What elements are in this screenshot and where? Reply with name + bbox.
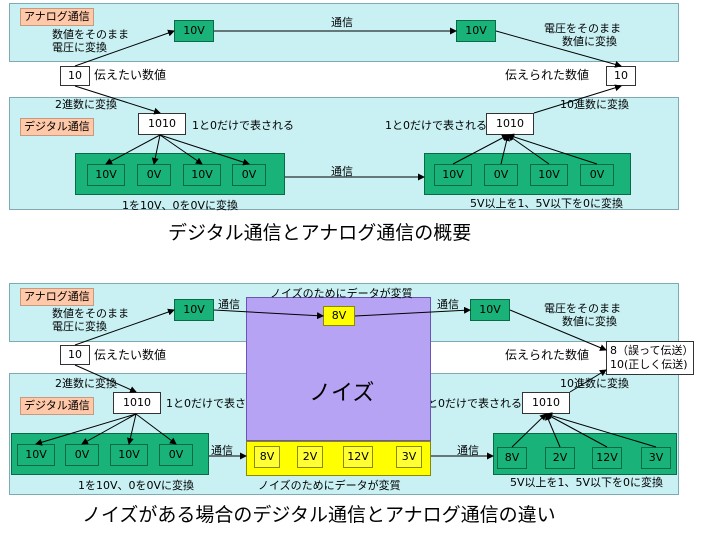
d2-digital-comm-left: 通信 [211,444,233,457]
d2-right-cell: 3V [641,447,671,469]
d2-right-cell: 8V [497,447,527,469]
d1-right-cell: 10V [434,164,472,186]
d2-analog-note-left-2: 電圧に変換 [52,320,107,333]
d1-analog-note-left-1: 数値をそのまま [52,28,129,41]
d1-binary-left-note: 1と0だけで表される [192,119,294,132]
d2-noise-cell: 12V [343,446,373,468]
d1-binary-right: 1010 [486,113,534,135]
d2-right-cell: 2V [545,447,575,469]
d2-binary-right-note: 1と0だけで表される [420,397,522,410]
d1-binary-left: 1010 [138,113,186,135]
d1-analog-note-right-2: 数値に変換 [562,35,617,48]
d2-binary-left: 1010 [113,392,161,414]
d2-input-label: 伝えたい数値 [94,348,167,362]
d2-analog-box-left: 10V [174,299,214,321]
d1-analog-box-left: 10V [174,20,214,42]
d2-noise-analog-value: 8V [331,309,347,322]
d2-right-rule: 5V以上を1、5V以下を0に変換 [510,476,664,489]
d2-analog-comm-left: 通信 [218,298,240,311]
d2-output-right: 10(正しく伝送) [610,358,688,371]
d1-output-label: 伝えられた数値 [505,68,590,82]
d2-noise-change-top: ノイズのためにデータが変質 [270,287,413,300]
d2-noise-change-bottom: ノイズのためにデータが変質 [258,479,401,492]
d2-left-rule: 1を10V、0を0Vに変換 [78,479,195,492]
d1-input-label: 伝えたい数値 [94,68,167,82]
d2-noise-label: ノイズ [309,381,375,406]
d2-to-decimal: 10進数に変換 [560,377,629,390]
d2-output-label: 伝えられた数値 [505,348,590,362]
d1-analog-tag: アナログ通信 [20,8,94,26]
d1-analog-note-right-1: 電圧をそのまま [544,22,621,35]
d1-right-cell: 0V [580,164,614,186]
d1-caption: デジタル通信とアナログ通信の概要 [168,222,472,244]
d2-left-cell: 0V [65,444,99,466]
d2-caption: ノイズがある場合のデジタル通信とアナログ通信の違い [82,504,556,526]
d1-right-cell: 10V [530,164,568,186]
d1-right-cell: 0V [484,164,518,186]
d1-left-cell: 0V [137,164,171,186]
d1-binary-right-note: 1と0だけで表される [385,119,487,132]
d2-analog-box-right: 10V [470,299,510,321]
d1-analog-box-right: 10V [456,20,496,42]
d2-digital-tag: デジタル通信 [20,397,94,415]
d1-analog-note-left-2: 電圧に変換 [52,41,107,54]
d1-left-cell: 0V [232,164,266,186]
d2-analog-note-right-1: 電圧をそのまま [544,302,621,315]
d2-output-box: 8（誤って伝送） 10(正しく伝送) [606,341,694,375]
d1-to-binary: 2進数に変換 [55,98,117,111]
d2-analog-note-left-1: 数値をそのまま [52,307,129,320]
d2-left-cell: 10V [110,444,148,466]
d1-left-rule: 1を10V、0を0Vに変換 [122,199,239,212]
d2-noise-cell: 8V [254,446,280,468]
d2-analog-note-right-2: 数値に変換 [562,315,617,328]
d2-binary-left-note: 1と0だけで表される [166,397,268,410]
d1-to-decimal: 10進数に変換 [560,98,629,111]
d1-digital-comm: 通信 [331,165,353,178]
d1-left-cell: 10V [183,164,221,186]
d2-noise-cell: 2V [297,446,323,468]
d1-digital-tag: デジタル通信 [20,118,94,136]
d2-right-cell: 12V [592,447,622,469]
d2-analog-comm-right: 通信 [437,298,459,311]
d2-output-wrong: 8（誤って伝送） [610,344,694,357]
d2-analog-tag: アナログ通信 [20,288,94,306]
d1-right-rule: 5V以上を1、5V以下を0に変換 [470,197,624,210]
d1-analog-band [9,3,679,62]
d1-left-cell: 10V [87,164,125,186]
d2-input-value: 10 [60,345,90,365]
d2-to-binary: 2進数に変換 [55,377,117,390]
d1-input-value: 10 [60,66,90,86]
d1-analog-comm: 通信 [331,16,353,29]
d2-noise-cell: 3V [396,446,422,468]
d2-digital-comm-right: 通信 [457,444,479,457]
